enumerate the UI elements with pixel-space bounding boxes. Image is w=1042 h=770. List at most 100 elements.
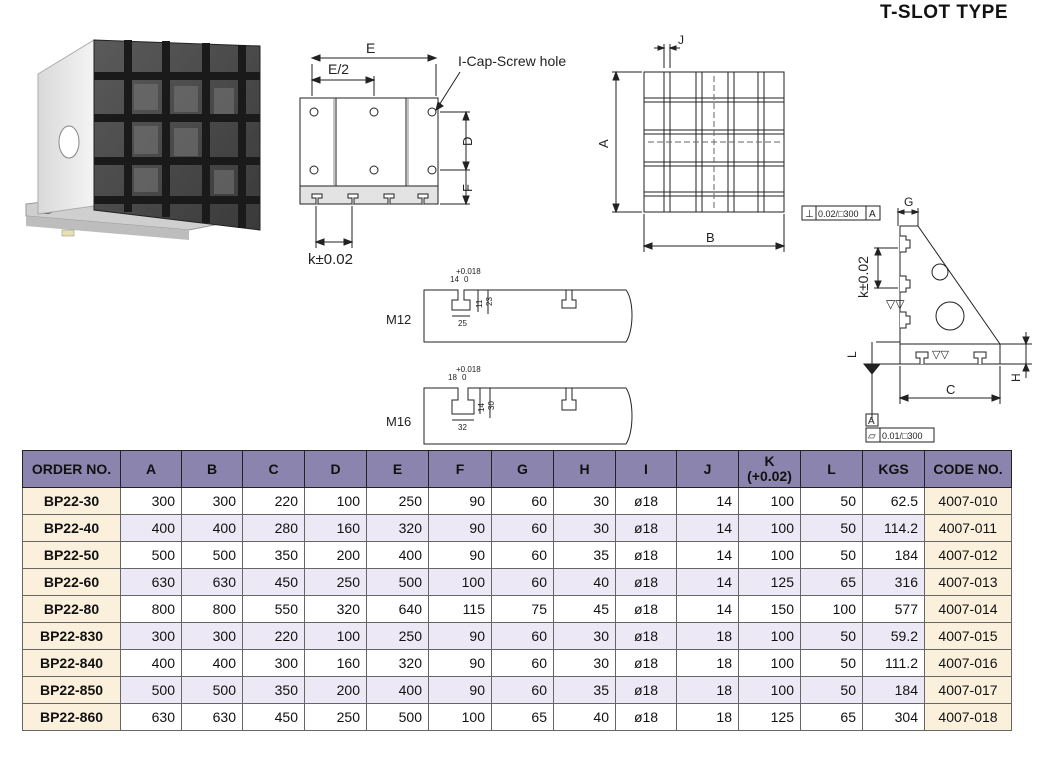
table-cell: ø18 bbox=[615, 703, 677, 731]
table-cell: 100 bbox=[304, 622, 367, 650]
table-cell: 630 bbox=[120, 703, 182, 731]
table-cell: 65 bbox=[491, 703, 554, 731]
m16-label: M16 bbox=[386, 414, 411, 429]
page-title: T-SLOT TYPE bbox=[880, 2, 1008, 23]
table-cell: 630 bbox=[181, 703, 243, 731]
table-cell: 200 bbox=[304, 541, 367, 569]
angle-plate-photo bbox=[25, 39, 261, 240]
table-cell: 500 bbox=[181, 676, 243, 704]
table-cell: 18 bbox=[676, 703, 739, 731]
col-kgs: KGS bbox=[862, 450, 925, 488]
table-cell: 304 bbox=[862, 703, 925, 731]
col-k: K (+0.02) bbox=[738, 450, 801, 488]
perpendicularity-value: 0.02/□300 bbox=[818, 209, 858, 219]
dim-e-half: E/2 bbox=[328, 61, 349, 77]
table-cell: 300 bbox=[120, 622, 182, 650]
dim-b: B bbox=[706, 230, 715, 245]
table-cell: 100 bbox=[738, 622, 801, 650]
table-cell: 90 bbox=[428, 541, 492, 569]
top-view-drawing: J A B bbox=[596, 33, 786, 252]
dim-c: C bbox=[946, 382, 955, 397]
dim-e: E bbox=[366, 40, 375, 56]
table-cell: 45 bbox=[553, 595, 616, 623]
table-cell: 250 bbox=[304, 568, 367, 596]
table-cell: 50 bbox=[800, 541, 863, 569]
table-cell: 30 bbox=[553, 649, 616, 677]
table-cell: 14 bbox=[676, 595, 739, 623]
table-cell: 60 bbox=[491, 541, 554, 569]
table-cell: 35 bbox=[553, 541, 616, 569]
table-cell: 65 bbox=[800, 568, 863, 596]
order-number-cell: BP22-860 bbox=[22, 703, 121, 731]
code-number-cell: 4007-017 bbox=[924, 676, 1012, 704]
table-cell: 18 bbox=[676, 676, 739, 704]
table-cell: 50 bbox=[800, 514, 863, 542]
table-cell: 630 bbox=[120, 568, 182, 596]
code-number-cell: 4007-014 bbox=[924, 595, 1012, 623]
table-cell: 100 bbox=[738, 514, 801, 542]
table-cell: 100 bbox=[428, 703, 492, 731]
table-cell: 160 bbox=[304, 514, 367, 542]
table-cell: 250 bbox=[304, 703, 367, 731]
m12-tolerance: +0.018 bbox=[456, 267, 481, 276]
table-cell: 50 bbox=[800, 622, 863, 650]
table-cell: 62.5 bbox=[862, 487, 925, 515]
dim-g: G bbox=[904, 195, 913, 209]
table-cell: 400 bbox=[120, 649, 182, 677]
table-cell: 60 bbox=[491, 649, 554, 677]
dim-h: H bbox=[1009, 373, 1023, 382]
spec-table: ORDER NO. A B C D E F G H I J K (+0.02) … bbox=[22, 450, 1012, 731]
order-number-cell: BP22-60 bbox=[22, 568, 121, 596]
m12-zero: 0 bbox=[464, 275, 469, 284]
table-cell: 40 bbox=[553, 568, 616, 596]
table-cell: ø18 bbox=[615, 568, 677, 596]
table-cell: 350 bbox=[242, 676, 305, 704]
col-d: D bbox=[304, 450, 367, 488]
col-e: E bbox=[366, 450, 429, 488]
datum-a: A bbox=[868, 416, 875, 427]
table-cell: 50 bbox=[800, 487, 863, 515]
table-cell: 400 bbox=[120, 514, 182, 542]
table-cell: 65 bbox=[800, 703, 863, 731]
table-cell: 200 bbox=[304, 676, 367, 704]
table-cell: 50 bbox=[800, 676, 863, 704]
m16-tolerance: +0.018 bbox=[456, 365, 481, 374]
table-cell: 14 bbox=[676, 487, 739, 515]
table-cell: 30 bbox=[553, 622, 616, 650]
table-cell: 100 bbox=[738, 676, 801, 704]
table-cell: ø18 bbox=[615, 676, 677, 704]
t-slot-grid bbox=[94, 40, 260, 228]
table-cell: 90 bbox=[428, 676, 492, 704]
table-cell: 450 bbox=[242, 568, 305, 596]
table-cell: 160 bbox=[304, 649, 367, 677]
col-b: B bbox=[181, 450, 243, 488]
m16-slot-section: M16 +0.018 0 18 32 14 30 bbox=[386, 365, 633, 445]
order-number-cell: BP22-50 bbox=[22, 541, 121, 569]
dim-a: A bbox=[596, 139, 611, 148]
table-cell: 220 bbox=[242, 487, 305, 515]
table-cell: 18 bbox=[676, 622, 739, 650]
table-cell: 500 bbox=[120, 541, 182, 569]
table-cell: ø18 bbox=[615, 541, 677, 569]
table-cell: 100 bbox=[738, 649, 801, 677]
order-number-cell: BP22-830 bbox=[22, 622, 121, 650]
table-cell: 400 bbox=[181, 514, 243, 542]
table-cell: 100 bbox=[800, 595, 863, 623]
table-cell: 280 bbox=[242, 514, 305, 542]
table-cell: 100 bbox=[428, 568, 492, 596]
dim-f: F bbox=[460, 184, 475, 192]
table-cell: 114.2 bbox=[862, 514, 925, 542]
table-cell: 500 bbox=[181, 541, 243, 569]
table-cell: 125 bbox=[738, 703, 801, 731]
table-cell: 60 bbox=[491, 622, 554, 650]
table-cell: 150 bbox=[738, 595, 801, 623]
code-number-cell: 4007-016 bbox=[924, 649, 1012, 677]
order-number-cell: BP22-850 bbox=[22, 676, 121, 704]
table-cell: 14 bbox=[676, 568, 739, 596]
m16-zero: 0 bbox=[462, 373, 467, 382]
